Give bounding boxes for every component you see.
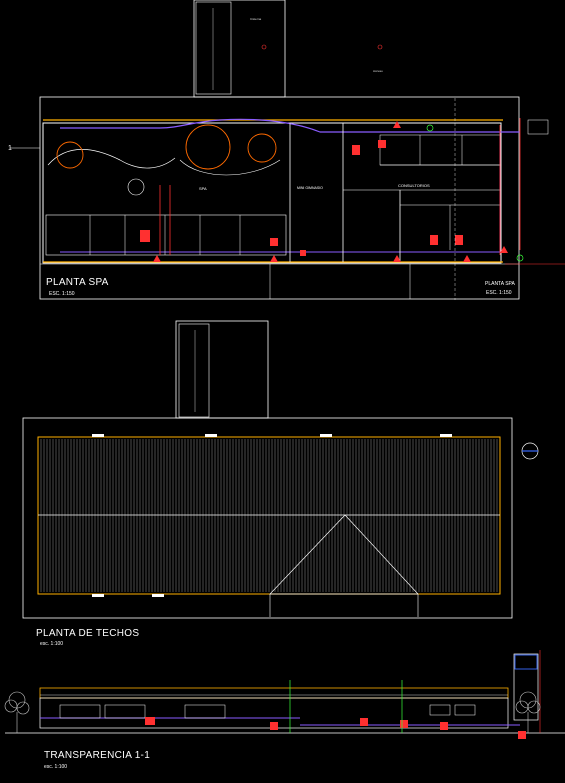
room-label-mini-gym: MINI GIMNASIO <box>297 186 323 190</box>
room-label-consultorios: CONSULTORIOS <box>398 183 430 188</box>
svg-text:Cisterna: Cisterna <box>250 17 262 21</box>
roof-plan-scale: esc. 1:100 <box>40 641 64 647</box>
section-scale: esc. 1:100 <box>44 764 68 770</box>
axis-marker-one: 1 <box>8 145 12 152</box>
plan-spa-title-right: PLANTA SPA <box>485 281 515 287</box>
roof-sheet-lines <box>40 439 498 592</box>
plan-spa-drawing: Cisterna Acceso <box>10 0 565 300</box>
plan-spa-scale-right: ESC. 1:150 <box>486 290 512 296</box>
room-label-spa: SPA <box>199 186 207 191</box>
plan-spa-title: PLANTA SPA <box>46 277 109 288</box>
svg-text:Acceso: Acceso <box>373 69 383 73</box>
section-title: TRANSPARENCIA 1-1 <box>44 750 151 761</box>
roof-plan-drawing <box>22 320 539 619</box>
plan-spa-scale: ESC. 1:150 <box>49 291 75 297</box>
roof-plan-title: PLANTA DE TECHOS <box>36 628 140 639</box>
section-drawing <box>4 650 565 739</box>
